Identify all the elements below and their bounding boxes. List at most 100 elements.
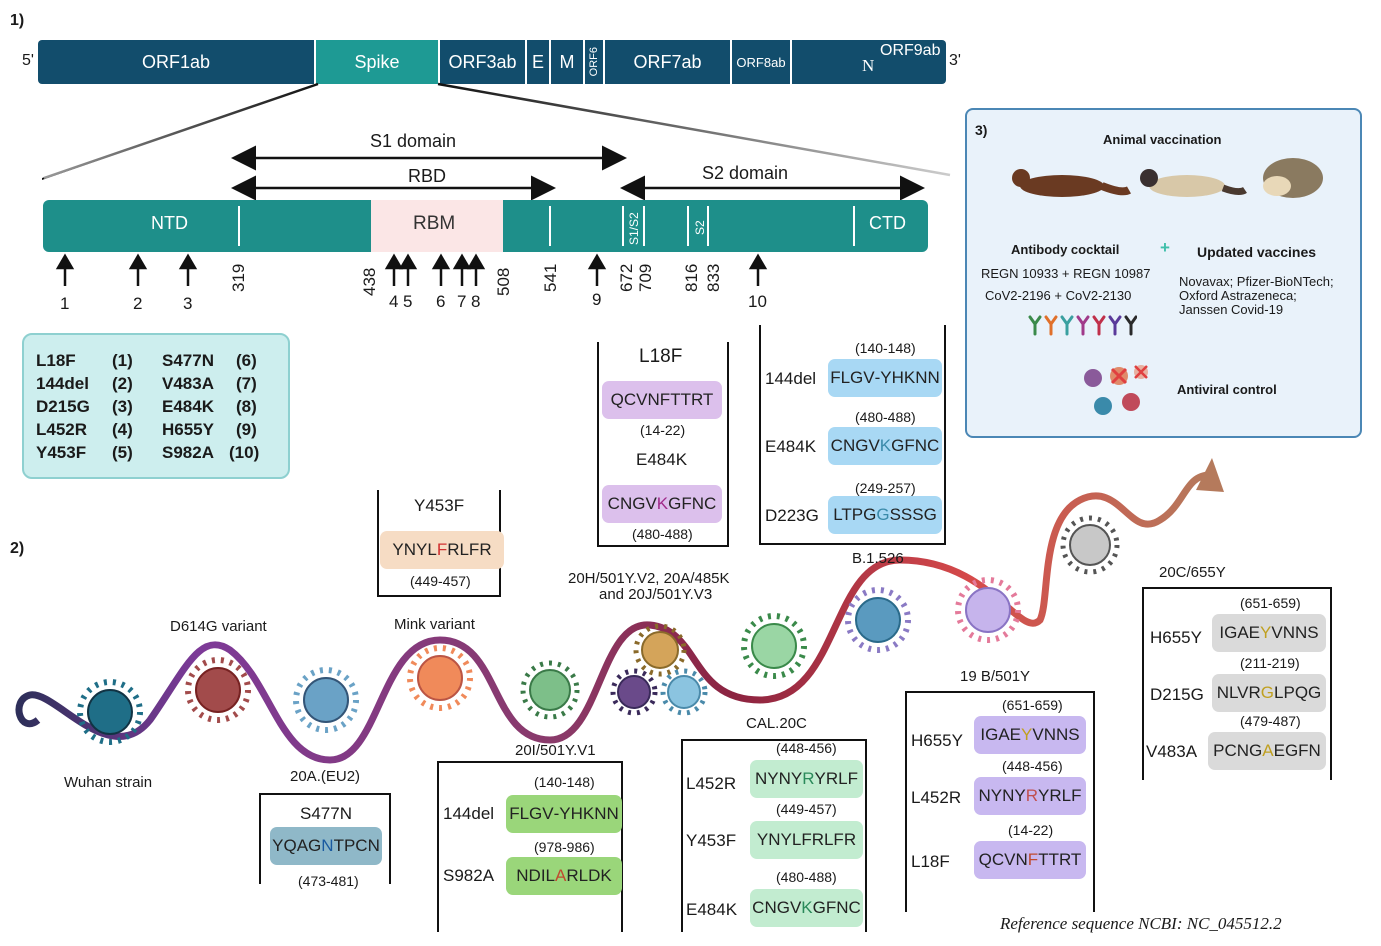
mutation-label: H655Y	[911, 731, 963, 750]
mutation-label: D223G	[765, 506, 819, 525]
peptide-seq: YHKNN	[880, 368, 940, 387]
spike-protein-bar: NTD RBM S1/S2 S2 CTD	[43, 200, 928, 252]
mut-name: S982A	[162, 443, 214, 462]
mut-num: (9)	[236, 420, 257, 439]
vaccines-line-1: Novavax; Pfizer-BioNTech;	[1179, 274, 1334, 289]
peptide-mutated-residue: G	[876, 505, 890, 524]
peptide-mutated-residue: F	[659, 390, 671, 409]
peptide-range: (14-22)	[1008, 822, 1054, 838]
variant-19b-501y: 19 B/501Y	[960, 668, 1031, 685]
peptide-seq: CNGV	[752, 898, 802, 917]
arrow-num-10: 10	[748, 292, 767, 311]
peptide-mutated-residue: Y	[1260, 623, 1272, 642]
mutation-label: 144del	[765, 369, 817, 388]
mut-name: D215G	[36, 397, 90, 416]
pos-541: 541	[541, 263, 560, 292]
peptide-seq: YRLF	[1038, 786, 1082, 805]
divider-833	[707, 206, 709, 246]
pos-672: 672	[617, 263, 636, 292]
orf1ab-segment: ORF1ab	[38, 40, 316, 84]
peptide-mutated-residue: N	[321, 836, 334, 855]
peptide-seq: GFNC	[812, 898, 861, 917]
mut-num: (6)	[236, 351, 257, 370]
peptide-mutated-residue: -	[874, 368, 881, 387]
peptide-mutated-residue: Y	[1021, 725, 1033, 744]
mutation-label: Y453F	[686, 831, 737, 850]
peptide-seq: EGFN	[1273, 741, 1321, 760]
peptide-seq: QCVN	[978, 850, 1028, 869]
antibody-icons	[1028, 315, 1137, 336]
arrow-num-9: 9	[592, 290, 602, 309]
peptide-seq: RLFR	[811, 830, 857, 849]
peptide-mutated-residue: A	[555, 866, 567, 885]
peptide-seq: NYNY	[978, 786, 1026, 805]
orf6-segment: ORF6	[585, 40, 605, 84]
m-segment: M	[551, 40, 585, 84]
peptide-box: FLGV-YHKNN	[828, 359, 942, 397]
mutation-label: 144del	[443, 804, 495, 823]
peptide-seq: GFNC	[891, 436, 940, 455]
variant-mink: Mink variant	[394, 616, 475, 633]
s2-domain-label: S2 domain	[702, 163, 789, 183]
peptide-seq: SSSG	[889, 505, 937, 524]
rbd-label: RBD	[408, 166, 447, 186]
peptide-mutated-residue: K	[656, 494, 669, 513]
peptide-range: (473-481)	[298, 873, 359, 889]
orf8ab-segment: ORF8ab	[732, 40, 792, 84]
divider-816	[687, 206, 689, 246]
orf7ab-segment: ORF7ab	[605, 40, 732, 84]
mut-name: L452R	[36, 420, 88, 439]
variant-d614g: D614G variant	[170, 618, 267, 635]
mut-num: (7)	[236, 374, 257, 393]
updated-vaccines-title: Updated vaccines	[1197, 244, 1317, 260]
divider-ctd	[853, 206, 855, 246]
peptide-seq: RLFR	[447, 540, 492, 559]
mut-num: (5)	[112, 443, 133, 462]
pos-816: 816	[682, 263, 701, 292]
mut-num: (2)	[112, 374, 133, 393]
peptide-range: (449-457)	[410, 573, 471, 589]
e-segment: E	[527, 40, 551, 84]
mut-num: (1)	[112, 351, 133, 370]
ferret-icon	[1140, 169, 1247, 197]
mutation-label: D215G	[1150, 685, 1204, 704]
peptide-range: (480-488)	[632, 526, 693, 542]
divider-672	[622, 206, 624, 246]
ctd-label: CTD	[869, 213, 906, 233]
peptide-mutated-residue: R	[802, 769, 815, 788]
peptide-range: (211-219)	[1240, 655, 1300, 671]
peptide-seq: YNYL	[756, 830, 802, 849]
mutation-legend: L18F (1) 144del (2) D215G (3) L452R (4) …	[22, 333, 290, 479]
peptide-range: (448-456)	[1002, 758, 1063, 774]
rbm-label: RBM	[413, 213, 456, 234]
s1-domain-label: S1 domain	[370, 131, 457, 151]
peptide-seq: RLDK	[566, 866, 612, 885]
mutation-label: V483A	[1146, 742, 1198, 761]
cov-text: CoV2-2196 + CoV2-2130	[985, 288, 1132, 303]
mutation-label: S477N	[300, 804, 352, 823]
arrow-num-6: 6	[436, 292, 446, 311]
variant-v2: 20H/501Y.V2, 20A/485K	[568, 570, 730, 587]
peptide-range: (140-148)	[534, 774, 595, 790]
pos-438: 438	[360, 267, 379, 296]
mutation-label: H655Y	[1150, 628, 1202, 647]
divider-319	[238, 206, 240, 246]
peptide-seq: VNNS	[1032, 725, 1080, 744]
n-orf9ab-segment: N ORF9ab	[792, 40, 946, 84]
mut-name: L18F	[36, 351, 76, 370]
arrow-num-2: 2	[133, 294, 143, 313]
ntd-label: NTD	[151, 213, 188, 233]
mut-name: E484K	[162, 397, 214, 416]
pos-508: 508	[494, 267, 513, 296]
vaccines-line-2: Oxford Astrazeneca;	[1179, 288, 1297, 303]
rbm-region	[371, 200, 503, 252]
orf3ab-segment: ORF3ab	[440, 40, 527, 84]
pos-319: 319	[229, 263, 248, 292]
mutation-label: E484K	[765, 437, 817, 456]
